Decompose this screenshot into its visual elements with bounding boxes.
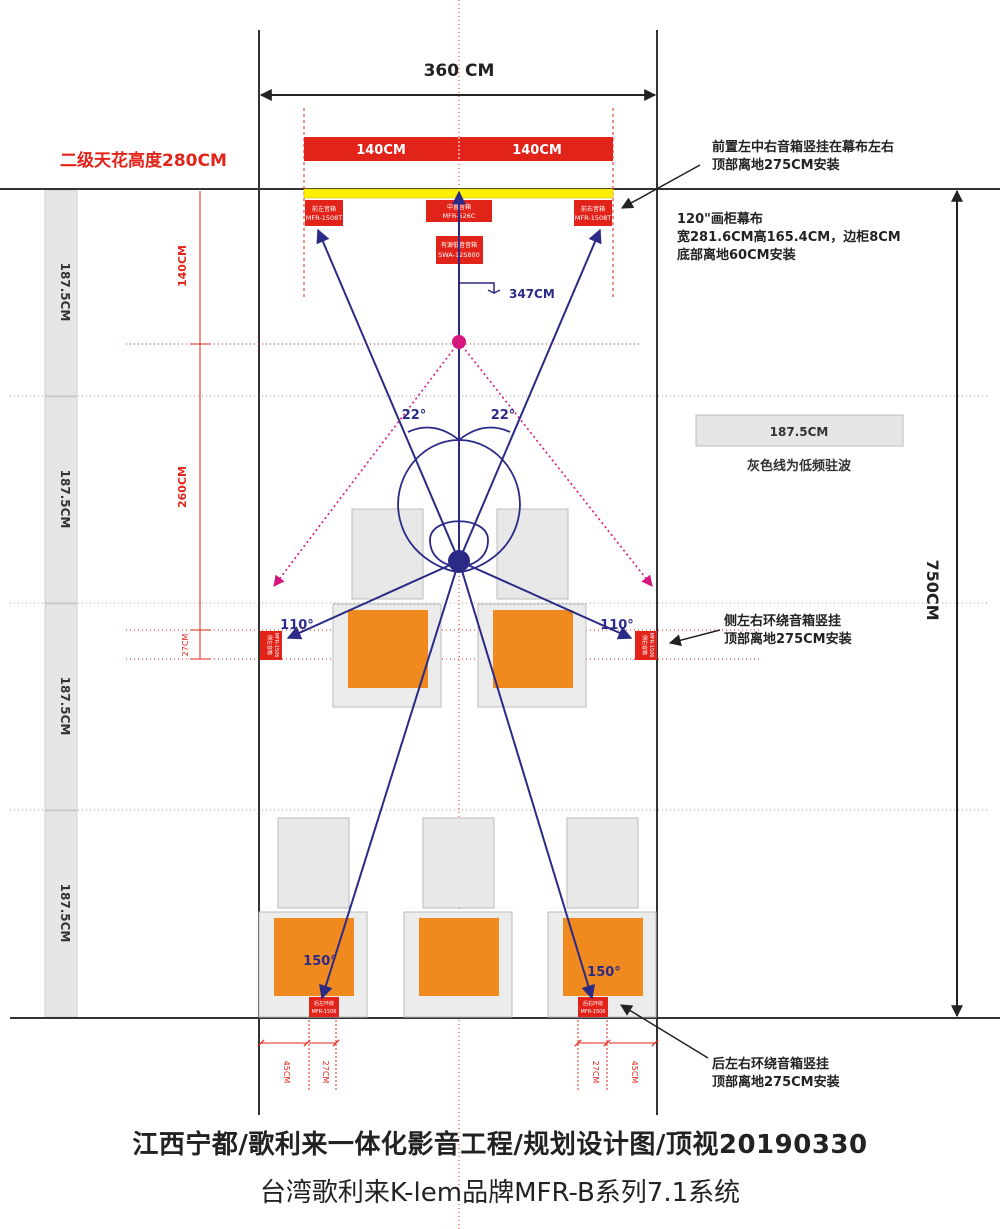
rear-offset-dims: [257, 1020, 659, 1090]
rear-left-outer-label: 45CM: [282, 1061, 291, 1084]
front-note-line2: 顶部离地275CM安装: [712, 157, 840, 173]
side-left-speaker: 侧左音箱 MFR-1506: [260, 631, 282, 660]
listening-position: [448, 550, 470, 572]
front-gap-label: 140CM: [176, 245, 189, 287]
svg-text:侧左音箱: 侧左音箱: [266, 635, 273, 655]
screen-note-line1: 120"画柜幕布: [677, 211, 763, 227]
side-offset-label: 27CM: [181, 634, 190, 657]
svg-text:侧右音箱: 侧右音箱: [641, 635, 648, 655]
legend-text: 灰色线为低频驻波: [747, 458, 852, 474]
seat-row-1: [332, 508, 587, 708]
standing-wave-lines: [10, 395, 990, 811]
front-left-width-label: 140CM: [356, 143, 406, 158]
svg-text:前右音箱: 前右音箱: [581, 205, 605, 213]
angle-side-left: 110°: [280, 618, 314, 633]
angle-rear-left: 150°: [303, 954, 337, 969]
screen-distance-label: 347CM: [509, 287, 555, 301]
legend-box-label: 187.5CM: [770, 425, 829, 439]
ceiling-height-label: 二级天花高度280CM: [60, 150, 227, 171]
rear-note-line1: 后左右环绕音箱竖挂: [712, 1056, 829, 1072]
rear-note-line2: 顶部离地275CM安装: [712, 1074, 840, 1090]
svg-text:MFR-1508T: MFR-1508T: [306, 214, 342, 222]
sub-title: 台湾歌利来K-lem品牌MFR-B系列7.1系统: [259, 1178, 741, 1208]
front-right-speaker: 前右音箱 MFR-1508T: [574, 200, 612, 226]
width-dimension-label: 360 CM: [424, 61, 495, 81]
segment-label-4: 187.5CM: [58, 884, 72, 943]
front-right-width-label: 140CM: [512, 143, 562, 158]
svg-text:MFR-1508T: MFR-1508T: [575, 214, 611, 222]
segment-label-1: 187.5CM: [58, 263, 72, 322]
front-left-speaker: 前左音箱 MFR-1508T: [305, 200, 343, 226]
side-right-speaker: 侧右音箱 MFR-1506: [635, 631, 657, 660]
mid-gap-label: 260CM: [176, 466, 189, 508]
svg-text:MFR-1506: MFR-1506: [273, 633, 279, 658]
angle-front-right: 22°: [491, 408, 516, 423]
svg-text:MFR-1506: MFR-1506: [581, 1009, 606, 1015]
rear-right-inner-label: 27CM: [591, 1061, 600, 1084]
svg-text:前左音箱: 前左音箱: [312, 205, 336, 213]
rear-right-speaker: 后右环绕 MFR-1506: [578, 997, 608, 1017]
left-segment-bars: [44, 189, 78, 1018]
svg-text:MFR-1506: MFR-1506: [648, 633, 654, 658]
rear-left-speaker: 后左环绕 MFR-1506: [309, 997, 339, 1017]
legend-box: [695, 414, 904, 447]
angle-front-left: 22°: [402, 408, 427, 423]
side-note-line2: 顶部离地275CM安装: [724, 631, 852, 647]
segment-label-3: 187.5CM: [58, 677, 72, 736]
angle-side-right: 110°: [600, 618, 634, 633]
main-title: 江西宁都/歌利来一体化影音工程/规划设计图/顶视20190330: [132, 1130, 868, 1160]
svg-text:MFR-1506: MFR-1506: [312, 1009, 337, 1015]
segment-label-2: 187.5CM: [58, 470, 72, 529]
front-note-line1: 前置左中右音箱竖挂在幕布左右: [712, 139, 894, 155]
speaker-lines: [286, 228, 633, 1000]
svg-text:后左环绕: 后左环绕: [314, 1000, 334, 1007]
screen-note-line2: 宽281.6CM高165.4CM，边柜8CM: [676, 229, 901, 245]
rear-right-outer-label: 45CM: [630, 1061, 639, 1084]
screen-note-line3: 底部离地60CM安装: [677, 247, 796, 263]
side-note-line1: 侧左右环绕音箱竖挂: [724, 613, 841, 629]
angle-rear-right: 150°: [587, 965, 621, 980]
rear-left-inner-label: 27CM: [321, 1061, 330, 1084]
seat-row-2: [258, 817, 657, 1018]
length-dimension-label: 750CM: [923, 559, 942, 620]
svg-text:后右环绕: 后右环绕: [583, 1000, 603, 1007]
